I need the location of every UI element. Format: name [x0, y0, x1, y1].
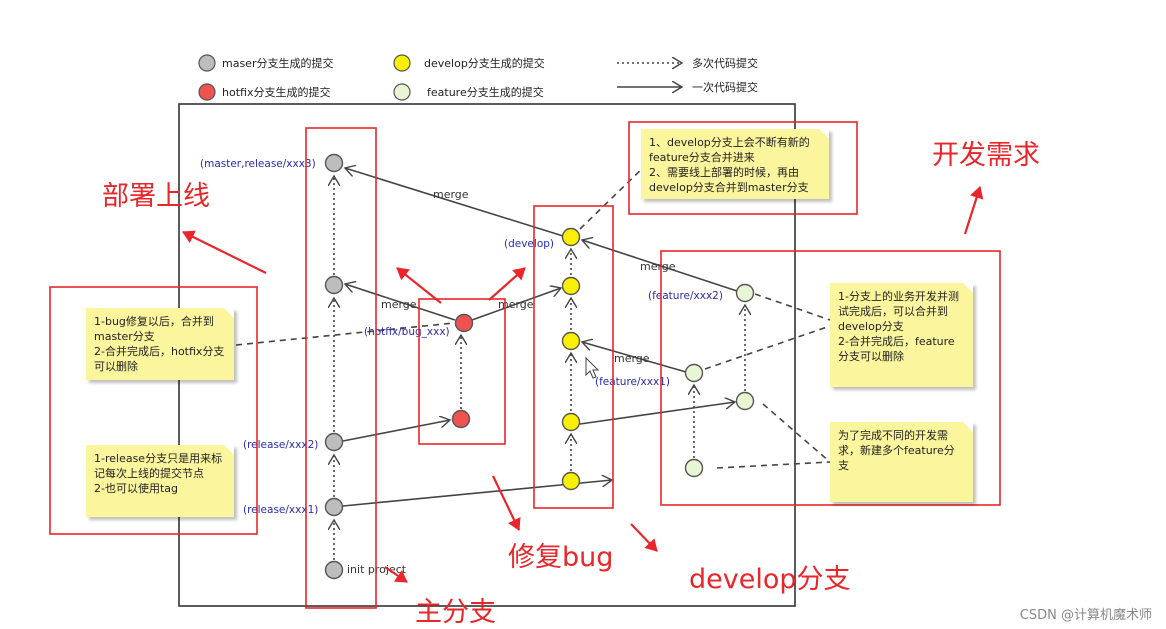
- develop-commit-4: [561, 276, 581, 296]
- annotation-dev-demand: 开发需求: [932, 140, 1040, 171]
- annotation-develop-branch: develop分支: [689, 564, 851, 595]
- feature1-merge-develop-arrow: [582, 342, 687, 373]
- label-release2: (release/xxx2): [243, 439, 318, 451]
- arrow-hotfix-left: [396, 267, 442, 304]
- legend: maser分支生成的提交 hotfix分支生成的提交 develop分支生成的提…: [198, 54, 758, 101]
- label-init-project: init project: [347, 563, 407, 576]
- merge-label-hotfix-develop: merge: [498, 298, 534, 311]
- arrow-develop-branch: [630, 523, 658, 552]
- hotfix-note-connector: [235, 322, 455, 346]
- develop-commits: [561, 227, 581, 491]
- legend-master-label: maser分支生成的提交: [222, 56, 333, 70]
- merge-label-feature1-develop: merge: [614, 352, 650, 365]
- legend-hotfix-dot: [198, 83, 216, 101]
- solid-arrows: [342, 168, 738, 507]
- note-feature-merge: 1-分支上的业务开发并测试完成后，可以合并到develop分支 2-合并完成后，…: [830, 283, 973, 387]
- note-release: 1-release分支只是用来标记每次上线的提交节点 2-也可以使用tag: [86, 445, 234, 517]
- legend-master-dot: [198, 54, 216, 72]
- hotfix-commits: [451, 313, 474, 429]
- merge-label-hotfix-master: merge: [381, 298, 417, 311]
- feature2-commit-1: [735, 391, 755, 411]
- legend-feature-label: feature分支生成的提交: [427, 85, 544, 99]
- legend-feature-dot: [393, 83, 411, 101]
- legend-hotfix-label: hotfix分支生成的提交: [222, 85, 330, 99]
- box-feature: [660, 250, 1001, 506]
- develop-note-connector: [579, 162, 649, 230]
- hotfix-commit-2: [454, 313, 474, 333]
- release2-to-hotfix-arrow: [342, 420, 450, 442]
- develop-commit-2: [561, 412, 581, 432]
- arrow-main-branch: [384, 566, 408, 583]
- box-hotfix: [418, 298, 506, 445]
- feature1-create-connector: [716, 461, 831, 469]
- hotfix-commit-1: [451, 409, 471, 429]
- label-develop: (develop): [504, 238, 554, 250]
- box-develop-note: [628, 121, 858, 215]
- hotfix-merge-master-arrow: [345, 284, 456, 321]
- feature1-note-connector: [704, 325, 831, 370]
- develop-merge-master-arrow: [345, 168, 564, 237]
- label-release1: (release/xxx1): [243, 504, 318, 516]
- label-master-top: (master,release/xxx3): [200, 158, 316, 170]
- annotation-fix-bug: 修复bug: [508, 542, 614, 573]
- legend-dotted-label: 多次代码提交: [692, 56, 758, 70]
- note-connectors: [235, 162, 831, 469]
- label-feature2: (feature/xxx2): [648, 290, 723, 302]
- note-feature-create: 为了完成不同的开发需求，新建多个feature分支: [830, 422, 973, 502]
- feature1-commit-2: [684, 363, 704, 383]
- feature2-commit-2: [735, 283, 755, 303]
- label-hotfix: (hotfix/bug_xxx): [364, 326, 450, 338]
- merge-label-feature2-develop: merge: [640, 260, 676, 273]
- feature-commits: [684, 283, 755, 478]
- red-annotation-arrows: [182, 186, 984, 583]
- box-left-notes: [49, 286, 258, 535]
- develop-to-feature2-arrow: [579, 402, 735, 425]
- merge-label-develop-master: merge: [433, 188, 469, 201]
- hotfix-merge-develop-arrow: [471, 288, 561, 321]
- master-commit-release2: [324, 432, 344, 452]
- annotation-main-branch: 主分支: [415, 597, 496, 628]
- mouse-cursor-icon: [585, 356, 600, 379]
- master-commit-release1: [324, 497, 344, 517]
- box-main-branch: [305, 127, 377, 609]
- legend-develop-dot: [393, 54, 411, 72]
- feature1-commit-1: [684, 458, 704, 478]
- note-hotfix: 1-bug修复以后，合并到master分支 2-合并完成后，hotfix分支可以…: [86, 308, 234, 380]
- master-commits: [324, 153, 344, 580]
- feature2-create-connector: [762, 403, 831, 463]
- arrow-deploy: [182, 230, 267, 274]
- arrow-fix-bug: [492, 475, 521, 531]
- master-commit-release3: [324, 153, 344, 173]
- feature2-note-connector: [754, 293, 831, 321]
- feature2-merge-develop-arrow: [582, 240, 738, 292]
- master-commit-init: [324, 560, 344, 580]
- label-feature1: (feature/xxx1): [595, 376, 670, 388]
- note-develop: 1、develop分支上会不断有新的feature分支合并进来 2、需要线上部署…: [641, 129, 829, 199]
- watermark: CSDN @计算机魔术师: [1019, 608, 1152, 623]
- arrow-hotfix-right: [488, 267, 526, 301]
- master-commit-hotfix-merge: [324, 275, 344, 295]
- annotation-deploy: 部署上线: [102, 181, 210, 212]
- develop-commit-5: [561, 227, 581, 247]
- legend-solid-label: 一次代码提交: [692, 80, 758, 94]
- develop-commit-3: [561, 331, 581, 351]
- dotted-branch-lines: [334, 176, 745, 560]
- box-develop: [533, 205, 614, 509]
- arrow-dev-demand: [963, 186, 984, 235]
- legend-develop-label: develop分支生成的提交: [424, 56, 545, 70]
- merge-labels: merge merge merge merge merge: [381, 188, 676, 365]
- develop-commit-1: [561, 471, 581, 491]
- red-highlight-boxes: [49, 121, 1001, 609]
